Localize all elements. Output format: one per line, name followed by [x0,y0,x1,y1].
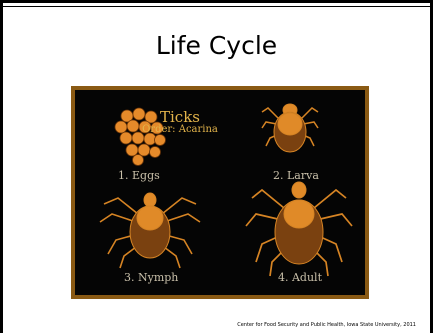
larva-illustration [262,104,318,152]
stage-label-eggs: 1. Eggs [118,169,160,182]
nymph-illustration [100,193,200,268]
adult-illustration [246,182,352,276]
stage-label-adult: 4. Adult [278,271,322,284]
slide-credit: Center for Food Security and Public Heal… [237,322,416,328]
stage-label-nymph: 3. Nymph [124,271,178,284]
stage-label-larva: 2. Larva [273,169,319,182]
figure-subheading: Order: Acarina [110,124,250,135]
